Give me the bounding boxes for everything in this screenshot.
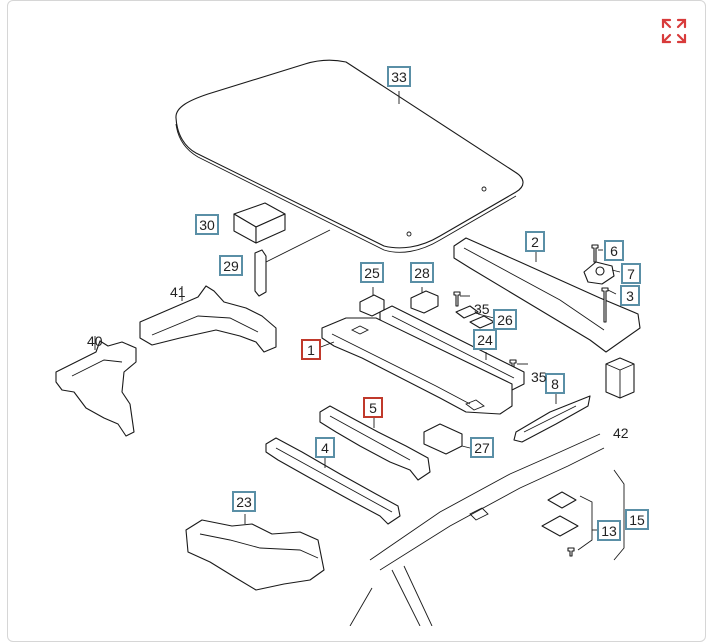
callout-label: 8 xyxy=(551,375,559,392)
part-label-35: 35 xyxy=(474,301,490,317)
part-label-42: 42 xyxy=(613,425,629,441)
callout-label: 13 xyxy=(601,522,617,539)
floor-panel-33 xyxy=(175,59,524,253)
callout-2[interactable]: 2 xyxy=(525,231,545,252)
callout-label: 7 xyxy=(627,265,635,282)
callout-label: 6 xyxy=(610,242,618,259)
foam-5 xyxy=(319,405,431,481)
callout-label: 29 xyxy=(223,257,239,274)
callout-label: 33 xyxy=(391,68,407,85)
callout-label: 5 xyxy=(369,399,377,416)
callout-3[interactable]: 3 xyxy=(620,285,640,306)
foam-tray-23 xyxy=(185,519,325,591)
callout-1[interactable]: 1 xyxy=(301,339,321,360)
expand-icon[interactable] xyxy=(660,17,688,45)
callout-27[interactable]: 27 xyxy=(470,437,494,458)
parts-diagram xyxy=(55,59,641,626)
callout-7[interactable]: 7 xyxy=(621,263,641,284)
callout-label: 2 xyxy=(531,233,539,250)
part-label-35: 35 xyxy=(531,369,547,385)
callout-15[interactable]: 15 xyxy=(625,509,649,530)
callout-5[interactable]: 5 xyxy=(363,397,383,418)
callout-13[interactable]: 13 xyxy=(597,520,621,541)
callout-label: 28 xyxy=(414,264,430,281)
grommet-13 xyxy=(541,491,579,557)
callout-8[interactable]: 8 xyxy=(545,373,565,394)
callout-label: 4 xyxy=(321,439,329,456)
callout-25[interactable]: 25 xyxy=(360,262,384,283)
callout-label: 25 xyxy=(364,264,380,281)
side-trim-40 xyxy=(55,340,137,437)
callout-6[interactable]: 6 xyxy=(604,240,624,261)
cover-28 xyxy=(410,290,439,314)
callout-23[interactable]: 23 xyxy=(232,491,256,512)
part-label-40: 40 xyxy=(87,333,103,349)
part-label-41: 41 xyxy=(170,284,186,300)
callout-33[interactable]: 33 xyxy=(387,66,411,87)
foam-4 xyxy=(265,437,401,525)
callout-26[interactable]: 26 xyxy=(493,309,517,330)
callout-30[interactable]: 30 xyxy=(195,214,219,235)
block-27 xyxy=(423,423,463,455)
callout-28[interactable]: 28 xyxy=(410,262,434,283)
callout-4[interactable]: 4 xyxy=(315,437,335,458)
callout-label: 15 xyxy=(629,511,645,528)
cross-panel-2 xyxy=(453,237,641,353)
callout-label: 1 xyxy=(307,341,315,358)
tailgate-outline xyxy=(349,433,605,626)
storage-box-30 xyxy=(233,202,286,244)
bracket-7 xyxy=(583,244,615,323)
callout-label: 27 xyxy=(474,439,490,456)
callout-label: 24 xyxy=(477,331,493,348)
callout-29[interactable]: 29 xyxy=(219,255,243,276)
callout-label: 23 xyxy=(236,493,252,510)
bracket-26 xyxy=(455,305,495,329)
callout-label: 30 xyxy=(199,216,215,233)
jack-29 xyxy=(254,229,331,297)
rail-8 xyxy=(513,395,591,443)
callout-label: 3 xyxy=(626,287,634,304)
screw-35-upper xyxy=(453,291,461,307)
side-trim-41 xyxy=(139,285,277,353)
block-42 xyxy=(605,357,635,399)
callout-label: 26 xyxy=(497,311,513,328)
callout-24[interactable]: 24 xyxy=(473,329,497,350)
trim-panel-1 xyxy=(321,317,513,415)
